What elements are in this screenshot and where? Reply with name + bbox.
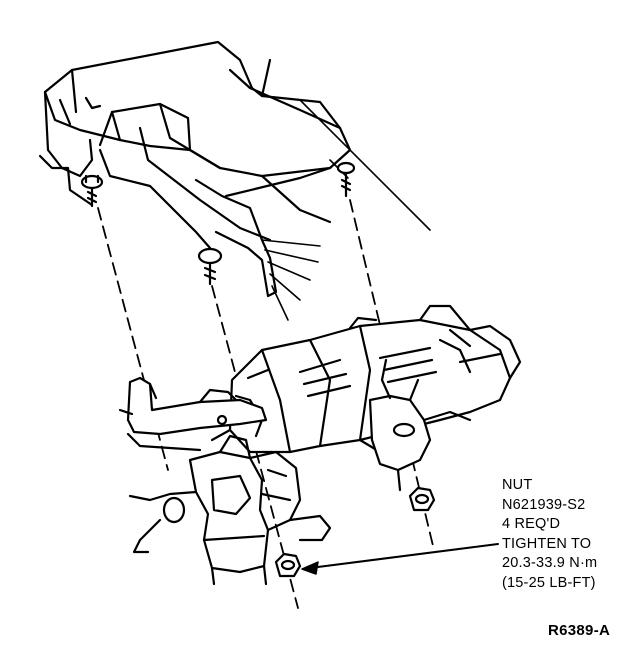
floor-pan-housing	[38, 40, 352, 298]
transmission-mount-right	[368, 358, 472, 492]
crossmember-bracket	[118, 376, 268, 452]
upper-bolt-center	[197, 247, 223, 286]
callout-line-part-number: N621939-S2	[502, 496, 586, 513]
callout-line-quantity: 4 REQ'D	[502, 516, 561, 532]
upper-bolt-left	[80, 174, 104, 208]
callout-line-instruction: TIGHTEN TO	[502, 535, 592, 552]
lower-mount-assembly	[128, 434, 332, 586]
callout-line-part: NUT	[502, 477, 533, 493]
figure-id-label: R6389-A	[548, 622, 611, 639]
upper-bolt-right	[336, 161, 356, 198]
nut-spec-callout: NUT N621939-S2 4 REQ'D TIGHTEN TO 20.3-3…	[502, 476, 597, 593]
callout-line-torque-metric: 20.3-33.9 N·m	[502, 555, 598, 571]
callout-leader-arrow	[301, 543, 499, 575]
lower-nut-right	[408, 486, 436, 512]
transmission-body	[210, 304, 522, 462]
callout-line-torque-imperial: (15-25 LB-FT)	[502, 574, 596, 591]
lower-nut-center	[274, 552, 302, 578]
